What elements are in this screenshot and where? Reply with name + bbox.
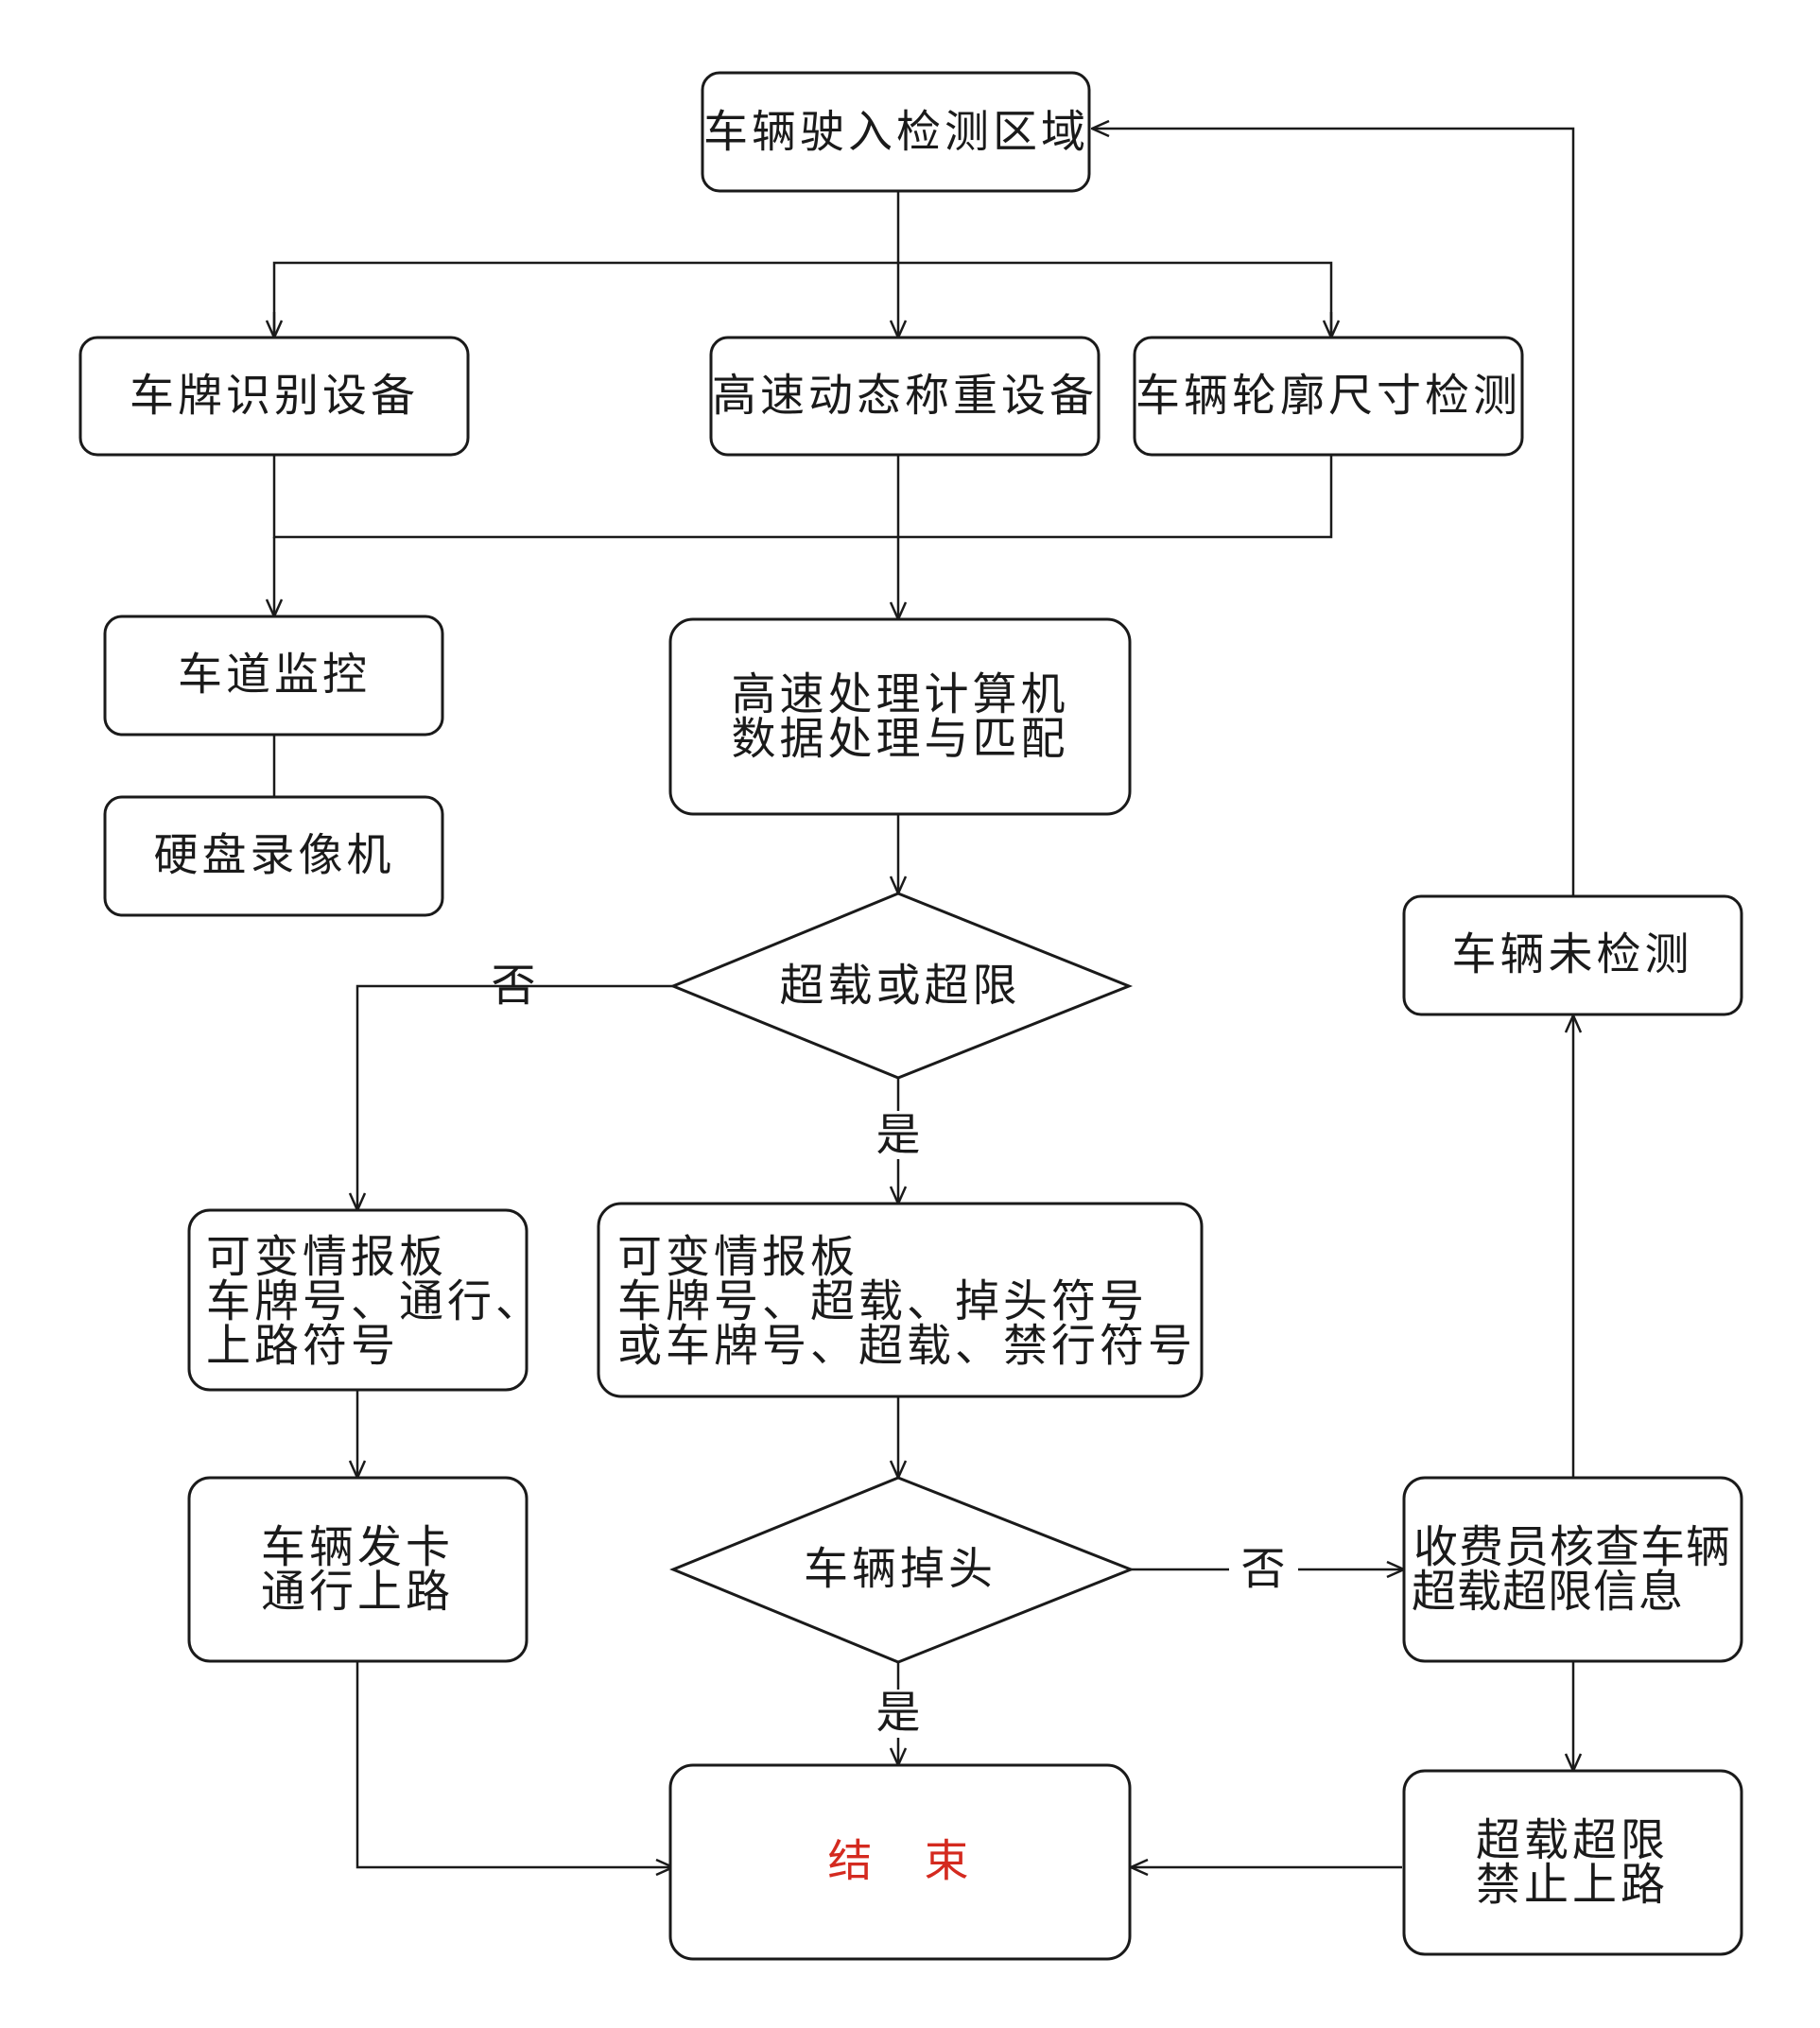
node-enter: 车辆驶入检测区域 xyxy=(701,71,1091,193)
edge-label-yes-uturn: 是 xyxy=(876,1688,921,1740)
node-issue-card-line2: 通行上路 xyxy=(261,1567,454,1619)
node-vms-overload: 可变情报板 车牌号、超载、掉头符号 或车牌号、超载、禁行符号 xyxy=(597,1202,1204,1398)
edge-notdetected-enter xyxy=(1092,129,1575,896)
node-forbid-line2: 禁止上路 xyxy=(1476,1860,1669,1912)
node-not-detected-label: 车辆未检测 xyxy=(1452,929,1693,981)
node-plate-label: 车牌识别设备 xyxy=(130,371,419,423)
decision-overload: 超载或超限 xyxy=(669,892,1134,1080)
node-vms-pass-line3: 上路符号 xyxy=(206,1321,399,1373)
node-vms-overload-line3: 或车牌号、超载、禁行符号 xyxy=(617,1321,1196,1373)
node-lane-monitor: 车道监控 xyxy=(103,615,444,737)
node-contour-label: 车辆轮廓尺寸检测 xyxy=(1135,371,1521,423)
node-issue-card: 车辆发卡 通行上路 xyxy=(187,1476,529,1663)
edge-overload-no xyxy=(357,984,673,1210)
node-computer-line2: 数据处理与匹配 xyxy=(732,714,1069,766)
node-not-detected: 车辆未检测 xyxy=(1402,894,1743,1016)
node-plate-recognition: 车牌识别设备 xyxy=(78,336,470,457)
node-vms-pass: 可变情报板 车牌号、通行、 上路符号 xyxy=(187,1208,544,1392)
edge-label-yes-overload: 是 xyxy=(876,1110,921,1162)
node-vms-pass-line2: 车牌号、通行、 xyxy=(206,1276,544,1328)
node-vms-overload-line1: 可变情报板 xyxy=(617,1232,858,1284)
node-wim-label: 高速动态称重设备 xyxy=(712,371,1098,423)
node-forbid-line1: 超载超限 xyxy=(1476,1815,1669,1867)
node-cashier-line2: 超载超限信息 xyxy=(1412,1567,1684,1619)
node-contour: 车辆轮廓尺寸检测 xyxy=(1133,336,1524,457)
edge-devices-merge xyxy=(272,456,1333,539)
node-wim: 高速动态称重设备 xyxy=(709,336,1101,457)
node-end-label: 结 束 xyxy=(828,1836,973,1888)
edge-labels: 否 是 否 是 xyxy=(492,961,1286,1740)
decision-uturn-label: 车辆掉头 xyxy=(804,1544,997,1596)
decision-overload-label: 超载或超限 xyxy=(780,961,1021,1013)
node-nvr-label: 硬盘录像机 xyxy=(154,830,395,882)
node-computer: 高速处理计算机 数据处理与匹配 xyxy=(668,617,1132,816)
edge-enter-branch xyxy=(272,261,1333,338)
node-issue-card-line1: 车辆发卡 xyxy=(261,1522,454,1574)
node-forbid: 超载超限 禁止上路 xyxy=(1402,1769,1743,1956)
node-enter-label: 车辆驶入检测区域 xyxy=(703,107,1089,159)
node-cashier-check: 收费员核查车辆 超载超限信息 xyxy=(1402,1476,1743,1663)
edge-label-no-overload: 否 xyxy=(492,961,536,1013)
node-lane-monitor-label: 车道监控 xyxy=(178,650,371,702)
node-vms-pass-line1: 可变情报板 xyxy=(206,1232,447,1284)
node-computer-line1: 高速处理计算机 xyxy=(732,669,1069,721)
edge-label-no-uturn: 否 xyxy=(1241,1544,1286,1596)
node-cashier-line1: 收费员核查车辆 xyxy=(1413,1522,1731,1574)
node-nvr: 硬盘录像机 xyxy=(103,795,444,917)
decision-uturn: 车辆掉头 xyxy=(669,1476,1135,1664)
node-vms-overload-line2: 车牌号、超载、掉头符号 xyxy=(617,1276,1148,1328)
node-end: 结 束 xyxy=(668,1763,1132,1961)
connectors xyxy=(274,129,1573,1867)
edge-card-end xyxy=(355,1662,673,1867)
